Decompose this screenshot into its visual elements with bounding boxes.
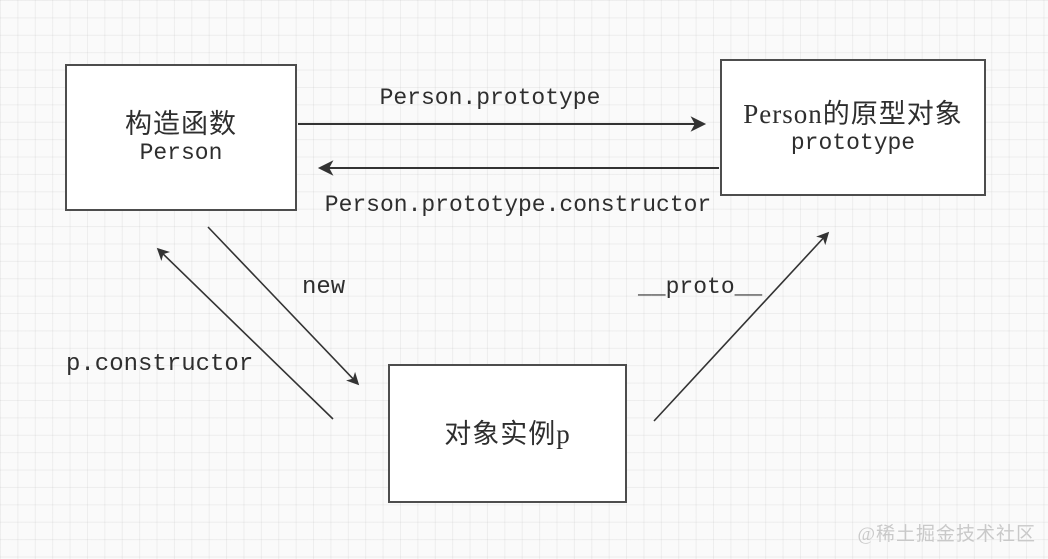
arrow-proto [653,231,830,422]
constructor-function-box: 构造函数 Person [65,64,297,211]
arrow-new [207,226,360,386]
proto-edge-label: __proto__ [638,274,763,300]
prototype-object-title: Person的原型对象 [743,98,963,129]
person-prototype-constructor-edge-label: Person.prototype.constructor [324,192,712,218]
object-instance-box: 对象实例p [388,364,627,503]
p-constructor-edge-label: p.constructor [66,351,254,378]
constructor-function-title: 构造函数 [125,108,237,139]
prototype-object-name: prototype [790,129,916,156]
new-edge-label: new [302,274,346,301]
juejin-watermark: @稀土掘金技术社区 [857,524,1036,545]
constructor-function-name: Person [139,139,223,166]
arrow-p-constructor [156,247,334,420]
prototype-object-box: Person的原型对象 prototype [720,59,986,196]
object-instance-title: 对象实例p [444,418,571,449]
person-prototype-edge-label: Person.prototype [379,85,601,111]
